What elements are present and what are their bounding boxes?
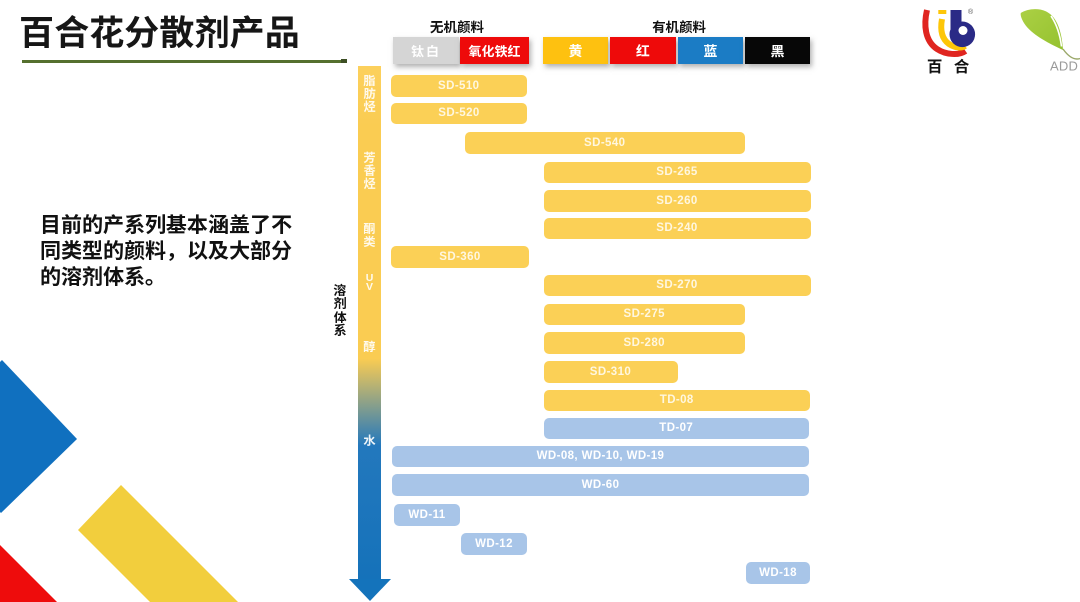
svg-text:百合: 百合 (927, 55, 981, 77)
svg-text:ADD: ADD (1050, 59, 1078, 74)
svg-text:®: ® (968, 8, 974, 16)
